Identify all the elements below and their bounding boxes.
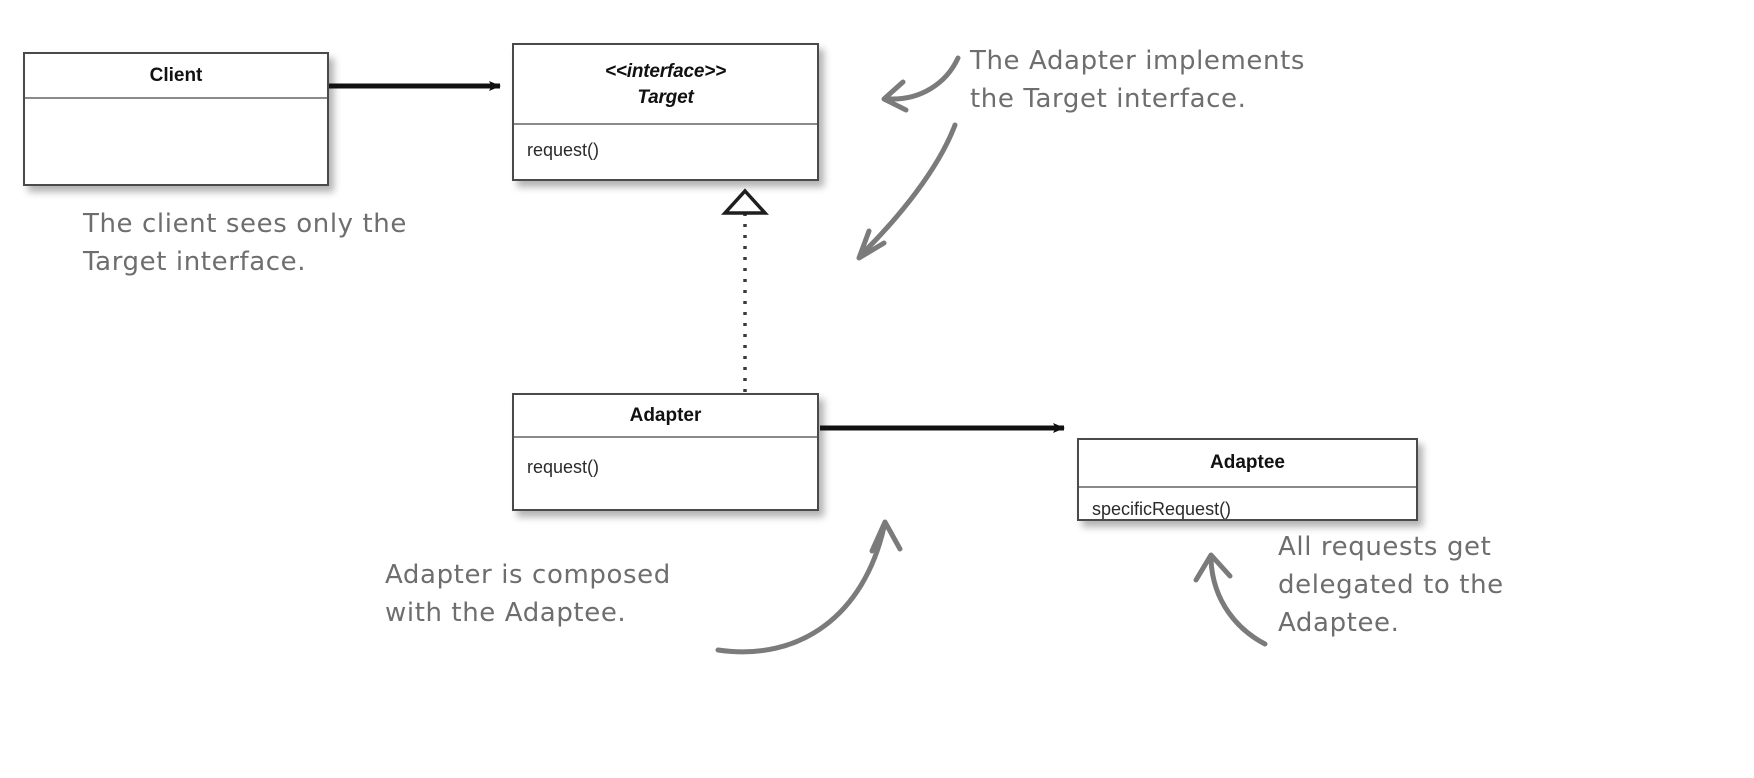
class-box-adaptee[interactable]: Adaptee specificRequest() xyxy=(1077,438,1418,521)
class-member-adaptee-specific-request: specificRequest() xyxy=(1092,499,1232,519)
class-box-target[interactable]: <<interface>> Target request() xyxy=(512,43,819,181)
class-box-adapter[interactable]: Adapter request() xyxy=(512,393,819,511)
class-box-adaptee-header: Adaptee xyxy=(1079,440,1416,488)
annotation-arrow-adapter-implements-target xyxy=(881,55,961,113)
class-box-adapter-header: Adapter xyxy=(514,395,817,438)
realization-hollow-triangle xyxy=(721,188,769,215)
class-member-target-request: request() xyxy=(527,140,600,160)
class-box-client-body xyxy=(25,99,327,184)
class-name-client: Client xyxy=(149,65,203,86)
class-box-adapter-body: request() xyxy=(514,438,817,509)
annotation-arrow-delegated-to-adaptee xyxy=(1193,552,1268,647)
class-box-target-body: request() xyxy=(514,125,817,179)
class-box-adaptee-body: specificRequest() xyxy=(1079,488,1416,519)
annotation-composed-note: Adapter is composed with the Adaptee. xyxy=(385,560,671,628)
class-name-target: Target xyxy=(637,87,694,108)
annotation-arrow-composed-with-adaptee xyxy=(715,519,903,655)
class-box-client-header: Client xyxy=(25,54,327,99)
class-box-client[interactable]: Client xyxy=(23,52,329,186)
class-name-adapter: Adapter xyxy=(629,405,702,426)
annotation-adapter-implements-note: The Adapter implements the Target interf… xyxy=(970,46,1306,114)
annotation-client-note: The client sees only the Target interfac… xyxy=(83,209,407,277)
class-name-adaptee: Adaptee xyxy=(1210,452,1285,473)
class-stereotype-target: <<interface>> xyxy=(605,61,726,82)
class-box-target-header: <<interface>> Target xyxy=(514,45,817,125)
annotation-delegated-note: All requests get delegated to the Adapte… xyxy=(1278,532,1504,638)
class-member-adapter-request: request() xyxy=(527,457,600,477)
annotation-arrow-implements-down xyxy=(856,122,958,261)
